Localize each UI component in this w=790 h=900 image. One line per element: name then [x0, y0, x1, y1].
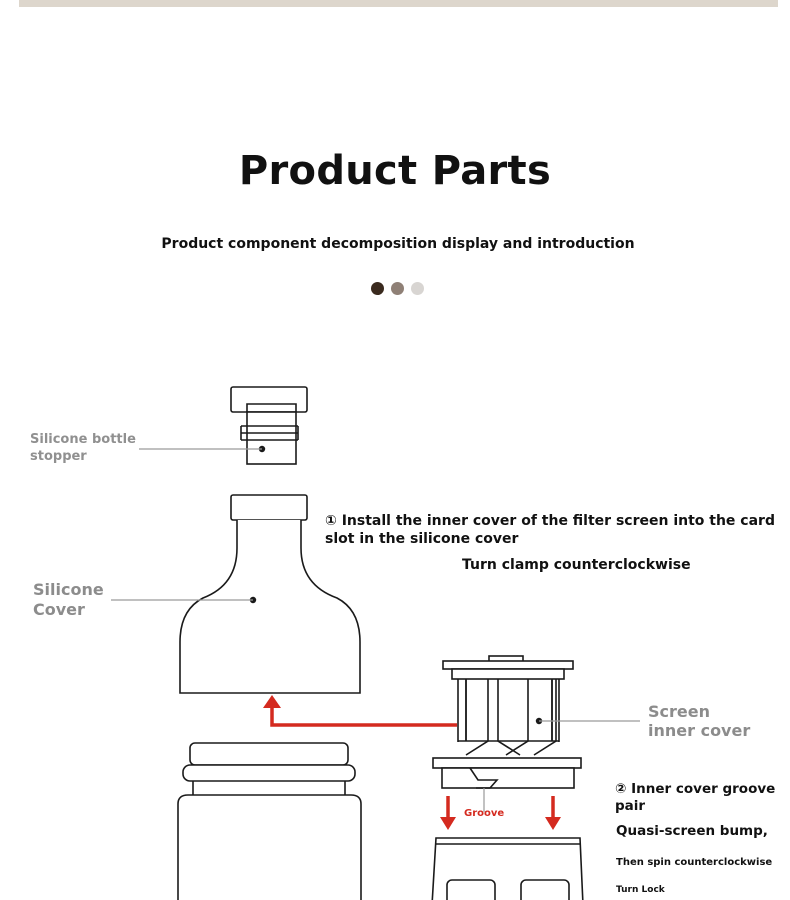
stopper-plug — [246, 411, 297, 465]
instruction-step1: ① Install the inner cover of the filter … — [325, 513, 775, 547]
dot-light — [411, 282, 424, 295]
cup-window-right — [520, 879, 570, 900]
screen-top-band — [451, 668, 565, 680]
bottle-body — [177, 794, 362, 900]
carousel-dots — [370, 282, 430, 296]
label-groove: Groove — [464, 808, 505, 819]
screen-base-flange — [432, 757, 582, 769]
stopper-part — [230, 386, 308, 465]
page-subtitle: Product component decomposition display … — [161, 236, 635, 252]
label-silicone-cover: Silicone Cover — [33, 580, 104, 619]
instruction-turn-lock: Turn Lock — [616, 885, 665, 895]
bottle-neck-top — [189, 742, 349, 766]
bottle-shoulder — [192, 781, 346, 795]
cup-window-left — [446, 879, 496, 900]
install-arrow-line — [270, 707, 457, 727]
dot-dark — [371, 282, 384, 295]
screen-groove-notch — [469, 767, 499, 789]
screen-inner-cover-part — [432, 655, 582, 789]
instruction-quasi-screen: Quasi-screen bump, — [616, 823, 768, 839]
bottle-part — [177, 742, 362, 900]
top-decor-bar — [19, 0, 778, 7]
label-silicone-bottle-stopper: Silicone bottle stopper — [30, 432, 136, 464]
lock-arrow-right-head — [545, 817, 561, 830]
install-arrow-head — [263, 695, 281, 708]
stopper-neck-top — [246, 403, 297, 412]
screen-mesh-panels — [465, 679, 529, 756]
screen-side-walls — [457, 679, 560, 742]
label-screen-inner-cover: Screen inner cover — [648, 702, 751, 740]
stopper-ring-ends — [240, 426, 299, 440]
screen-base-ring — [441, 767, 575, 789]
screen-inner-walls — [465, 679, 553, 741]
lower-cup-part — [431, 837, 584, 900]
screen-top-rim — [442, 660, 574, 670]
page-title: Product Parts — [238, 148, 552, 194]
dot-mid — [391, 282, 404, 295]
bottle-neck-ring — [182, 764, 356, 782]
cover-body — [179, 520, 361, 694]
instruction-spin: Then spin counterclockwise — [616, 857, 773, 868]
lock-arrow-left-head — [440, 817, 456, 830]
instruction-turn-clamp: Turn clamp counterclockwise — [462, 557, 691, 573]
instruction-step2: ② Inner cover groove pair — [615, 781, 776, 814]
silicone-cover-part — [179, 494, 361, 694]
cover-top-cap — [230, 494, 308, 521]
